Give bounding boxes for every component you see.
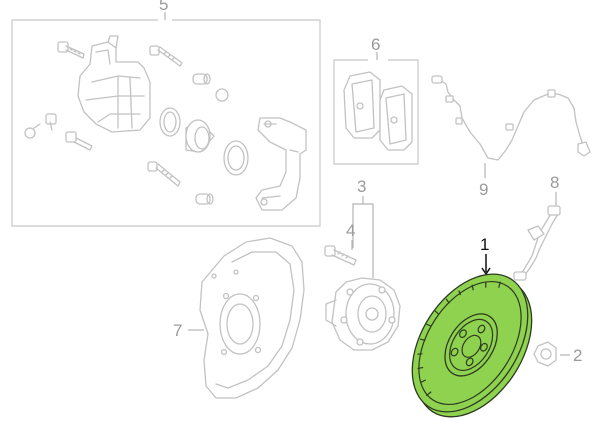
guide-pin-upper (149, 45, 183, 67)
brake-pad-outer (379, 85, 413, 151)
pad-group-frame (333, 59, 419, 165)
callout-7-label: 7 (173, 321, 182, 340)
caliper-assembly-group[interactable]: 5 (11, 0, 321, 227)
bleeder-screw (24, 123, 41, 139)
hose-fitting-bottom (513, 271, 527, 281)
hub-nut[interactable]: 2 (533, 341, 582, 367)
callout-4-label: 4 (346, 221, 355, 240)
caliper-mounting-bracket (255, 117, 307, 211)
callout-1-label: 1 (480, 235, 489, 254)
harness-clip-a (445, 95, 454, 103)
harness-clip-d (547, 89, 556, 98)
callout-6-label: 6 (371, 35, 380, 54)
brake-rotor-highlighted[interactable]: 1 (387, 235, 556, 421)
caliper-group-frame (11, 19, 321, 227)
harness-connector (431, 75, 443, 84)
callout-3-bracket: 3 (352, 177, 374, 278)
harness-clip-c (505, 123, 514, 131)
dust-shield[interactable]: 7 (173, 237, 305, 399)
wheel-hub-assembly[interactable] (325, 277, 401, 351)
bolt-lower-left-b (65, 131, 93, 151)
callout-3-label: 3 (357, 177, 366, 196)
brake-hose[interactable]: 8 (513, 173, 561, 281)
brake-pad-group[interactable]: 6 (333, 35, 419, 165)
speed-sensor-harness[interactable]: 9 (431, 75, 591, 199)
piston-seal (159, 107, 181, 137)
brake-pad-inner (343, 71, 381, 139)
cap-upper (215, 88, 229, 102)
caliper-bolt-upper (57, 41, 85, 59)
bolt-lower-left-a (45, 113, 57, 131)
harness-clip-b (455, 117, 463, 125)
callout-8-label: 8 (550, 173, 559, 192)
piston-boot (223, 140, 249, 176)
boot-upper (192, 73, 211, 85)
caliper-body (77, 35, 151, 133)
rotor-disc (411, 273, 533, 418)
caliper-group-frame-top (11, 19, 158, 32)
callout-5-label: 5 (159, 0, 168, 14)
hose-bracket (527, 225, 545, 241)
hose-fitting-top (547, 205, 561, 216)
sensor-head (577, 141, 591, 157)
wheel-hub-bolt[interactable]: 4 (324, 221, 357, 266)
callout-2-label: 2 (573, 346, 582, 365)
piston (185, 119, 215, 153)
boot-lower (195, 193, 214, 205)
guide-pin-lower (147, 161, 181, 187)
callout-9-label: 9 (479, 180, 488, 199)
